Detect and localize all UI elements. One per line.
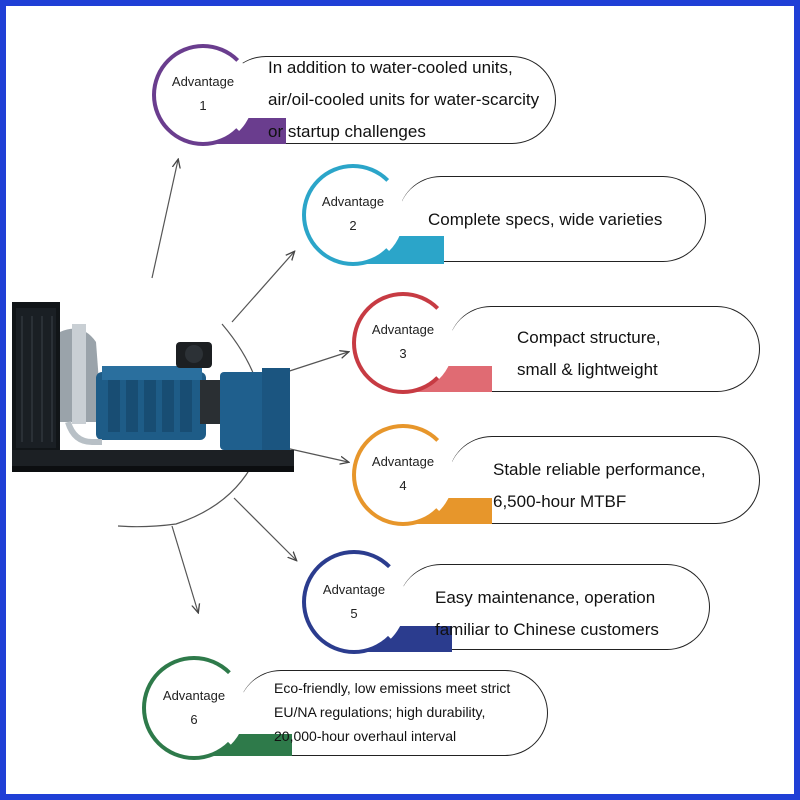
advantage-1-title: Advantage 1 [152, 70, 254, 118]
advantage-3-title: Advantage 3 [352, 318, 454, 366]
advantage-5-line-1: Easy maintenance, operation [435, 588, 656, 607]
advantage-3-text: Compact structure, small & lightweight [517, 322, 661, 386]
advantage-6-title: Advantage 6 [142, 684, 246, 732]
advantage-6-label: Advantage [162, 688, 226, 703]
advantage-5-ring [302, 550, 406, 654]
advantage-1-number: 1 [199, 98, 207, 113]
arrow-to-advantage-6 [171, 525, 198, 612]
advantage-2-number: 2 [349, 218, 357, 233]
advantage-4-ring [352, 424, 454, 526]
advantage-3-number: 3 [399, 346, 407, 361]
advantage-2-line-1: Complete specs, wide varieties [428, 210, 663, 229]
advantage-4-text: Stable reliable performance, 6,500-hour … [493, 454, 706, 518]
advantage-1-ring [152, 44, 254, 146]
advantage-4-label: Advantage [371, 454, 435, 469]
diagram-canvas: Advantage 1 In addition to water-cooled … [6, 6, 794, 794]
advantage-1-line-1: In addition to water-cooled units, [268, 58, 513, 77]
advantage-2-text: Complete specs, wide varieties [428, 204, 662, 236]
advantage-1-label: Advantage [171, 74, 235, 89]
advantage-6: Advantage 6 Eco-friendly, low emissions … [142, 650, 554, 762]
advantage-2-ring [302, 164, 404, 266]
advantage-5-number: 5 [350, 606, 358, 621]
arrow-to-advantage-2 [231, 252, 294, 323]
advantage-3-label: Advantage [371, 322, 435, 337]
advantage-1-line-2: air/oil-cooled units for water-scarcity [268, 90, 540, 109]
advantage-5-text: Easy maintenance, operation familiar to … [435, 582, 659, 646]
advantage-3-line-2: small & lightweight [517, 360, 658, 379]
advantage-2: Advantage 2 Complete specs, wide varieti… [302, 164, 714, 270]
advantage-1: Advantage 1 In addition to water-cooled … [152, 34, 564, 148]
advantage-4-number: 4 [399, 478, 407, 493]
advantage-2-bubble [398, 176, 706, 262]
advantage-6-number: 6 [190, 712, 198, 727]
generator-image [12, 302, 294, 472]
arrow-to-advantage-1 [151, 160, 178, 279]
advantage-3: Advantage 3 Compact structure, small & l… [352, 286, 764, 396]
advantage-2-title: Advantage 2 [302, 190, 404, 238]
advantage-1-line-3: or startup challenges [268, 122, 426, 141]
advantage-6-ring [142, 656, 246, 760]
advantage-5-title: Advantage 5 [302, 578, 406, 626]
advantage-6-text: Eco-friendly, low emissions meet strict … [274, 676, 510, 748]
advantage-5-line-2: familiar to Chinese customers [435, 620, 659, 639]
advantage-2-label: Advantage [321, 194, 385, 209]
advantage-3-bubble [448, 306, 760, 392]
advantage-4-line-2: 6,500-hour MTBF [493, 492, 627, 511]
advantage-6-line-2: EU/NA regulations; high durability, [274, 704, 486, 720]
advantage-3-line-1: Compact structure, [517, 328, 661, 347]
arrow-to-advantage-5 [233, 497, 296, 560]
advantage-4-line-1: Stable reliable performance, [493, 460, 706, 479]
advantage-5: Advantage 5 Easy maintenance, operation … [302, 546, 714, 658]
advantage-1-text: In addition to water-cooled units, air/o… [268, 52, 539, 148]
advantage-6-line-3: 20,000-hour overhaul interval [274, 728, 457, 744]
advantage-4-bubble [448, 436, 760, 524]
advantage-6-line-1: Eco-friendly, low emissions meet strict [274, 680, 511, 696]
advantage-5-label: Advantage [322, 582, 386, 597]
advantage-4: Advantage 4 Stable reliable performance,… [352, 416, 764, 528]
advantage-3-ring [352, 292, 454, 394]
advantage-4-title: Advantage 4 [352, 450, 454, 498]
